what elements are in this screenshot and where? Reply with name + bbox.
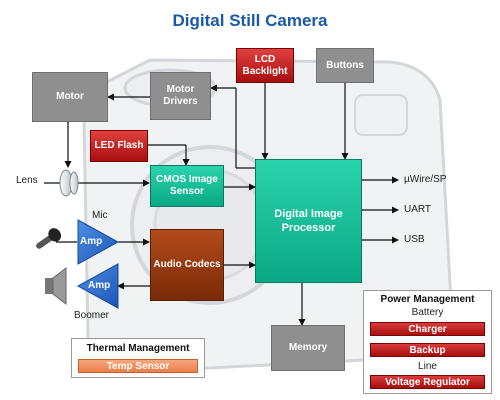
line-label: Line <box>418 361 437 372</box>
diagram-title: Digital Still Camera <box>172 11 328 30</box>
uwire-sp-label: µWire/SP <box>404 174 447 185</box>
boomer-label: Boomer <box>74 310 110 321</box>
thermal-management-panel: Thermal Management Temp Sensor <box>71 338 205 378</box>
mic-label: Mic <box>92 210 108 221</box>
lens-label: Lens <box>16 175 38 186</box>
amp-boomer-label: Amp <box>88 280 111 291</box>
microphone-icon <box>36 228 62 249</box>
motor-drivers-block: Motor Drivers <box>150 72 211 120</box>
amp-mic-label: Amp <box>80 236 103 247</box>
temp-sensor-bar: Temp Sensor <box>78 359 198 373</box>
amp-boomer-triangle <box>76 263 119 309</box>
digital-image-processor-block: Digital Image Processor <box>255 159 362 283</box>
usb-label: USB <box>404 234 425 245</box>
voltage-regulator-bar: Voltage Regulator <box>370 375 485 389</box>
backup-bar: Backup <box>370 343 485 357</box>
thermal-management-title: Thermal Management <box>86 343 190 354</box>
power-management-title: Power Management <box>380 294 475 305</box>
led-flash-block: LED Flash <box>90 130 148 162</box>
charger-bar: Charger <box>370 322 485 336</box>
lcd-backlight-block: LCD Backlight <box>236 48 294 83</box>
motor-block: Motor <box>32 72 108 122</box>
uart-label: UART <box>404 204 432 215</box>
cmos-image-sensor-block: CMOS Image Sensor <box>150 165 224 207</box>
buttons-block: Buttons <box>316 48 374 83</box>
memory-block: Memory <box>271 325 345 371</box>
audio-codecs-block: Audio Codecs <box>150 229 224 301</box>
battery-label: Battery <box>411 307 444 318</box>
amp-mic-triangle <box>77 219 120 265</box>
power-management-panel: Power Management Battery Charger Backup … <box>363 290 492 394</box>
lens-icon <box>59 169 79 197</box>
speaker-icon <box>45 266 67 306</box>
